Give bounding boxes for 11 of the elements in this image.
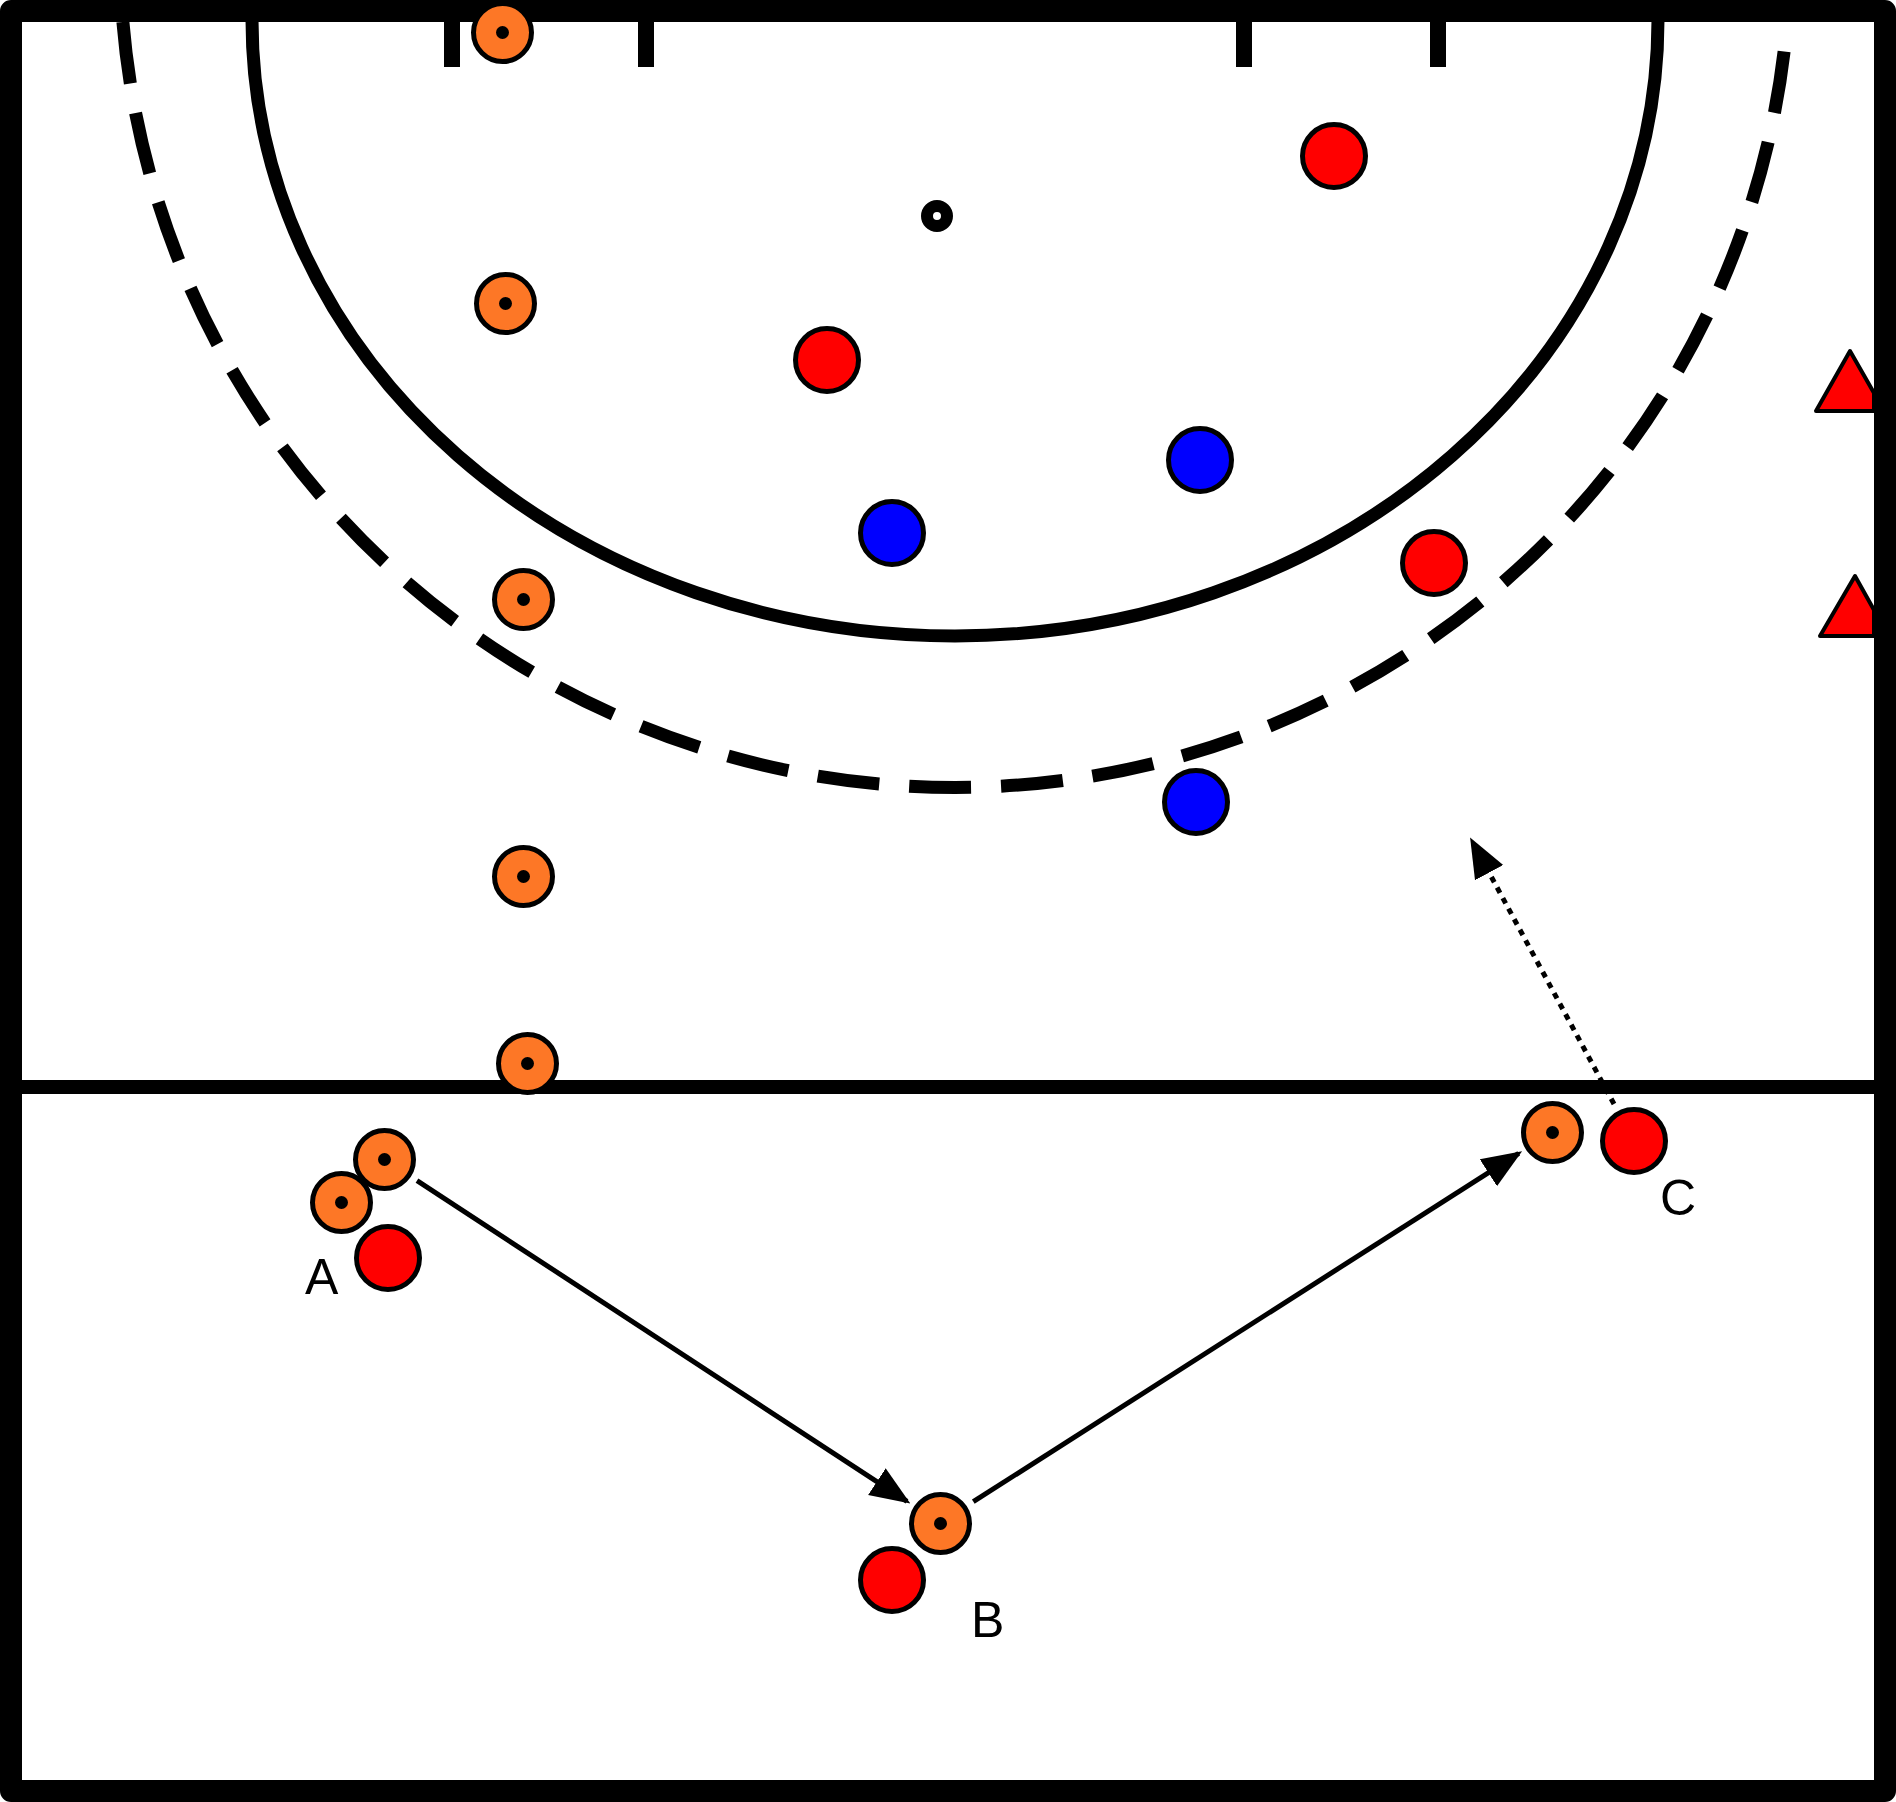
cone-marker — [309, 1170, 373, 1234]
position-label: A — [305, 1259, 339, 1295]
arrow — [415, 1178, 911, 1504]
cone-marker — [908, 1491, 972, 1555]
position-label: C — [1660, 1180, 1697, 1216]
arrow — [971, 1151, 1523, 1504]
position-label: B — [971, 1602, 1005, 1638]
dotted-arrow — [1469, 837, 1617, 1106]
cone-marker — [352, 1127, 416, 1191]
triangle-marker — [1813, 348, 1877, 414]
triangle-marker — [1817, 573, 1877, 639]
